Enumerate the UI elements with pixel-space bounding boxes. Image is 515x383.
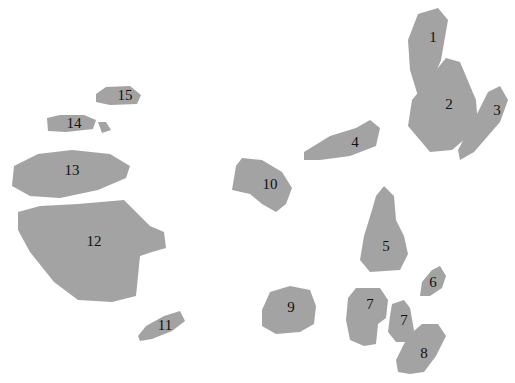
particle-fill	[458, 86, 508, 160]
particle-fill	[47, 115, 96, 132]
particle-shape: 7	[346, 288, 388, 346]
particle-fill	[138, 311, 185, 341]
particle-number: 8	[420, 346, 428, 361]
particle-number: 11	[158, 318, 172, 333]
particle-shape: 11	[138, 311, 185, 341]
particle-number: 9	[287, 300, 295, 315]
particle-number: 6	[429, 275, 437, 290]
particle-shape: 14	[47, 115, 111, 133]
particle-shape: 6	[420, 266, 446, 296]
particle-fill	[98, 122, 111, 133]
particle-fill	[12, 150, 130, 198]
particle-fill	[420, 266, 446, 296]
particle-fill	[396, 324, 446, 374]
particle-number: 3	[493, 103, 501, 118]
particle-shape: 13	[12, 150, 130, 198]
particle-number: 1	[429, 30, 437, 45]
particle-outline	[18, 200, 166, 302]
particle-fill	[304, 120, 380, 160]
particle-outline	[232, 158, 292, 212]
particle-outline	[360, 186, 408, 272]
particle-shape: 4	[304, 120, 380, 160]
particle-number: 7	[400, 313, 408, 328]
particle-shape: 12	[18, 200, 166, 302]
particle-fill	[96, 86, 141, 105]
particle-number: 10	[263, 177, 278, 192]
particle-shape: 5	[360, 186, 408, 272]
particle-fill	[360, 186, 408, 272]
particle-shape: 15	[96, 86, 141, 105]
particle-shape: 3	[458, 86, 508, 160]
particle-shape: 9	[262, 286, 316, 334]
particle-fill	[346, 288, 388, 346]
particle-number: 15	[118, 88, 133, 103]
particle-fill	[262, 286, 316, 334]
particle-number: 7	[366, 297, 374, 312]
particle-fill	[18, 200, 166, 302]
particle-fill	[232, 158, 292, 212]
particle-shape: 10	[232, 158, 292, 212]
particle-number: 4	[351, 135, 359, 150]
particle-number: 5	[382, 239, 390, 254]
particle-number: 14	[67, 116, 82, 131]
particle-outline	[304, 120, 380, 160]
particle-number: 2	[445, 97, 453, 112]
particle-shape: 8	[396, 324, 446, 374]
particle-number: 12	[87, 234, 102, 249]
particle-outline	[458, 86, 508, 160]
particle-number: 13	[65, 163, 80, 178]
